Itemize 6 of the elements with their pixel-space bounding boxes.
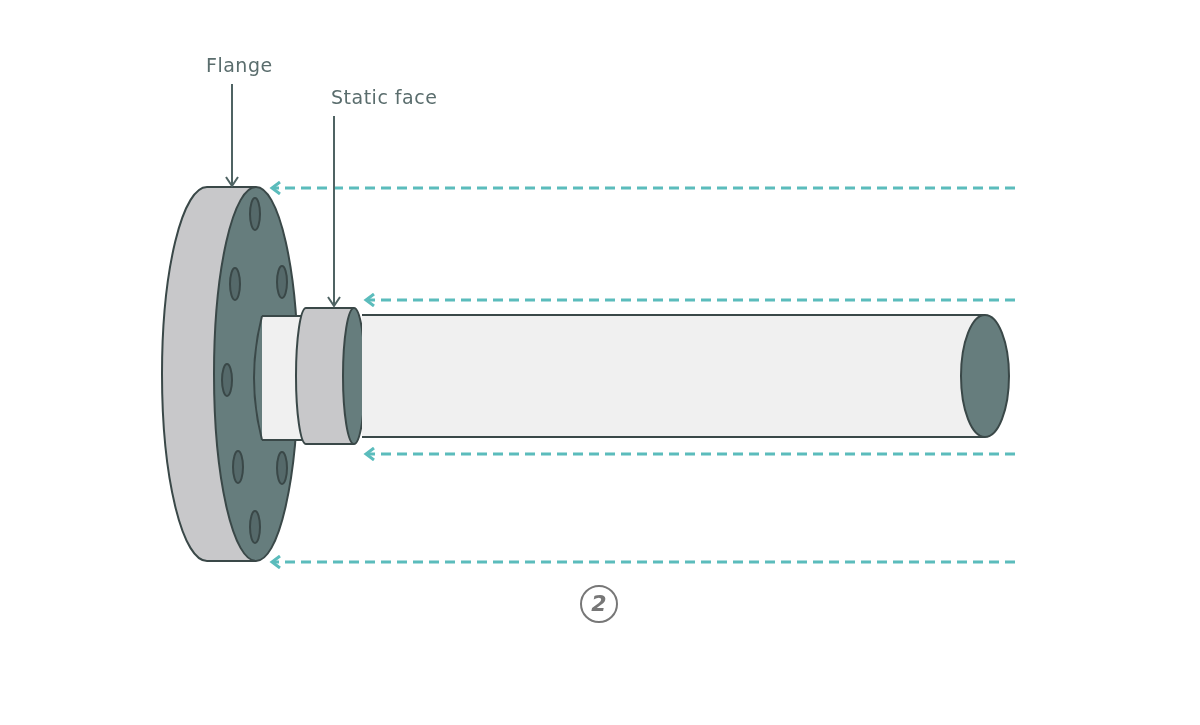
leader-line	[225, 83, 239, 187]
part-label: Flange	[206, 54, 273, 76]
step-number: 2	[580, 585, 618, 623]
flange-drawing	[161, 186, 299, 562]
part-label: Static face	[331, 86, 438, 108]
leader-line	[327, 115, 341, 307]
